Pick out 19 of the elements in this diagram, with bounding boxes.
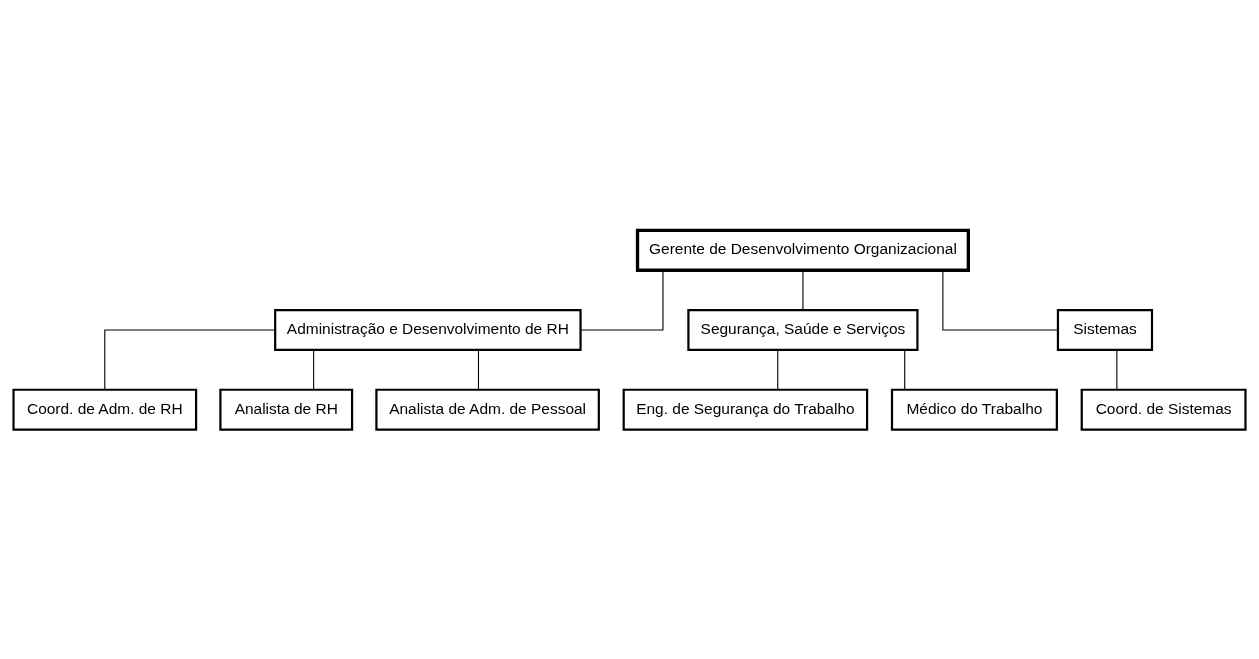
node-box: Segurança, Saúde e Serviços — [687, 308, 919, 351]
node-box: Coord. de Sistemas — [1080, 388, 1247, 431]
node-box: Eng. de Segurança do Trabalho — [622, 388, 869, 431]
node-box: Administração e Desenvolvimento de RH — [274, 308, 582, 351]
node-box: Analista de Adm. de Pessoal — [375, 388, 600, 431]
node-box: Médico do Trabalho — [890, 388, 1058, 431]
connector — [802, 269, 804, 310]
node-box: Coord. de Adm. de RH — [12, 388, 198, 431]
node-box: Sistemas — [1056, 308, 1154, 351]
connector — [104, 328, 276, 390]
connector — [580, 269, 664, 331]
node-box: Gerente de Desenvolvimento Organizacional — [635, 228, 970, 272]
connector — [904, 349, 906, 390]
node-box: Analista de RH — [219, 388, 354, 431]
connector — [942, 269, 1059, 331]
connector — [313, 349, 315, 390]
connector — [477, 349, 480, 390]
connector — [777, 349, 779, 390]
connector — [1116, 349, 1118, 390]
